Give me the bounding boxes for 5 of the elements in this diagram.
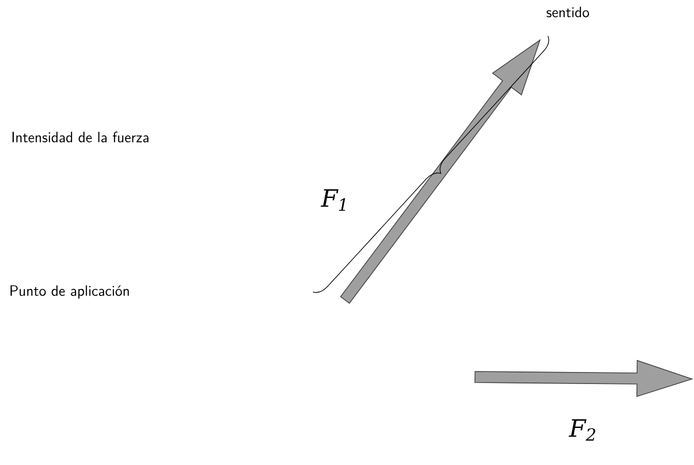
annotation-label: sentido xyxy=(546,6,590,18)
vector-label: F$_{1}$ xyxy=(320,189,346,211)
annotation-label: Intensidad de la fuerza xyxy=(12,132,148,142)
annotation-label: Punto de aplicación xyxy=(10,285,129,299)
vector-label: F$_{2}$ xyxy=(568,419,596,441)
